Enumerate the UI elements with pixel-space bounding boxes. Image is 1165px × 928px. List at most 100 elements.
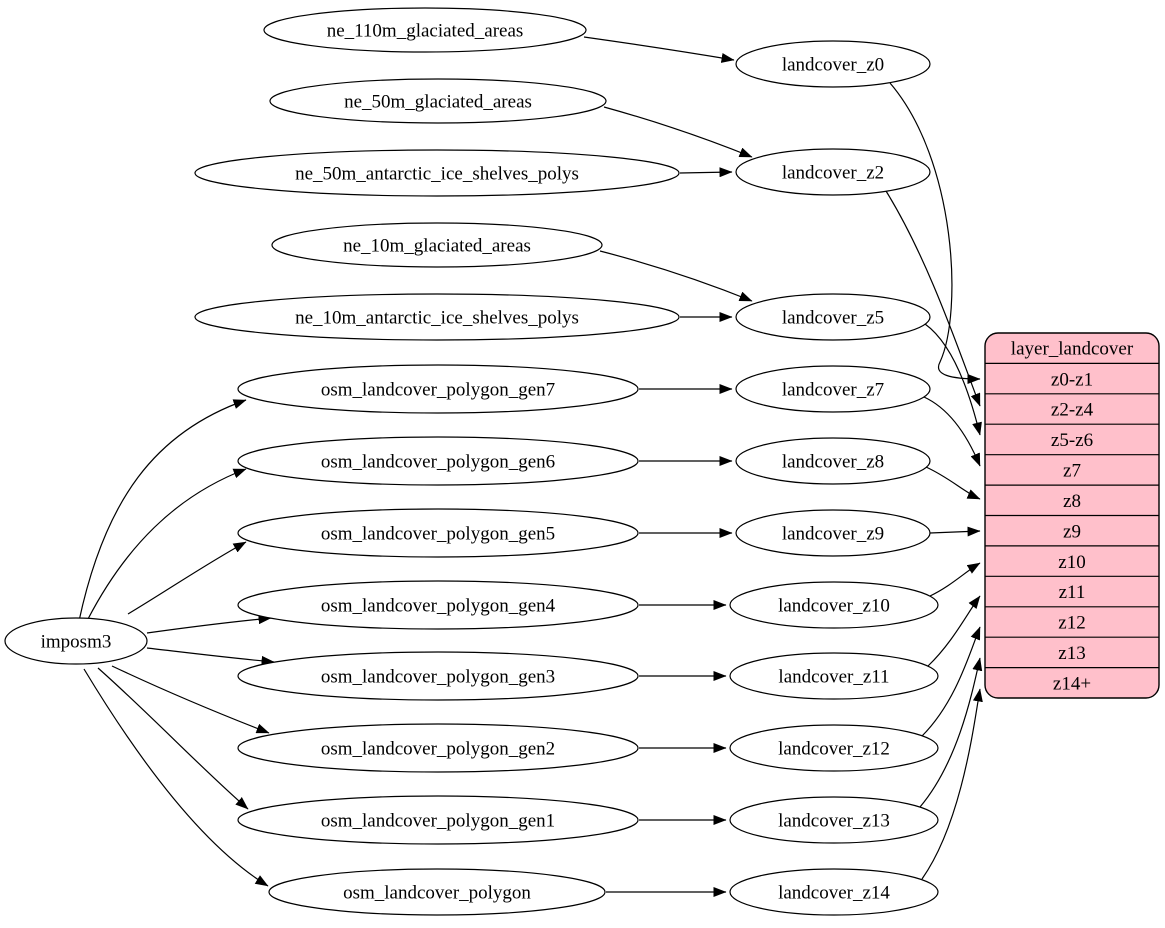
node-label: landcover_z11 [778,667,889,688]
nodes-group: imposm3 ne_110m_glaciated_areas ne_50m_g… [4,7,939,916]
node-ellipse [269,78,607,124]
node-label: osm_landcover_polygon_gen3 [321,667,555,688]
node-label: osm_landcover_polygon_gen7 [321,380,555,401]
node-label: osm_landcover_polygon_gen2 [321,739,555,760]
table-title: layer_landcover [1011,339,1134,360]
edge-imposm3-to-osm-landcover-polygon-gen3 [146,647,275,666]
node-label: landcover_z10 [778,596,890,617]
edge-landcover-z9-to-row-z9 [929,526,981,537]
node-landcover-z7: landcover_z7 [735,365,931,413]
node-osm-landcover-polygon-gen6: osm_landcover_polygon_gen6 [237,436,639,486]
table-row-z2-z4: z2-z4 [1051,400,1094,421]
table-row-z13: z13 [1058,643,1085,664]
node-label: ne_50m_antarctic_ice_shelves_polys [295,164,579,185]
node-landcover-z2: landcover_z2 [735,148,931,196]
node-label: ne_50m_glaciated_areas [344,92,532,113]
edge-imposm3-to-osm-landcover-polygon-gen2 [111,665,270,734]
edge-imposm3-to-osm-landcover-polygon-gen5 [127,541,247,615]
node-osm-landcover-polygon: osm_landcover_polygon [268,868,606,916]
edge-landcover-z14-to-row-z14plus [921,688,983,880]
node-ellipse [237,436,639,486]
node-label: osm_landcover_polygon_gen1 [321,811,555,832]
edge-ne-110m-glaciated-areas-to-landcover-z0 [583,36,735,63]
node-ellipse [194,293,680,341]
node-ne-50m-antarctic-ice-shelves-polys: ne_50m_antarctic_ice_shelves_polys [194,149,680,197]
edge-landcover-z10-to-row-z10 [929,562,981,597]
table-row-z10: z10 [1058,552,1085,573]
node-label: ne_110m_glaciated_areas [327,21,524,42]
node-ellipse [729,868,939,916]
node-ellipse [735,40,931,88]
edge-landcover-z13-to-row-z13 [919,657,983,808]
node-osm-landcover-polygon-gen1: osm_landcover_polygon_gen1 [237,795,639,845]
node-ellipse [237,723,639,773]
table-row-z9: z9 [1063,521,1081,542]
node-ellipse [735,365,931,413]
edge-landcover-z11-to-row-z11 [927,595,981,667]
node-landcover-z11: landcover_z11 [729,652,939,700]
node-osm-landcover-polygon-gen2: osm_landcover_polygon_gen2 [237,723,639,773]
node-ellipse [729,581,939,629]
node-ellipse [237,580,639,630]
node-label: osm_landcover_polygon_gen4 [321,596,556,617]
table-row-z0-z1: z0-z1 [1051,369,1093,390]
edge-imposm3-to-osm-landcover-polygon-gen6 [87,468,247,620]
node-ne-10m-antarctic-ice-shelves-polys: ne_10m_antarctic_ice_shelves_polys [194,293,680,341]
edge-landcover-z2-to-row-z2-z4 [885,190,981,407]
node-ellipse [729,796,939,844]
node-ellipse [735,148,931,196]
node-ellipse [271,222,603,268]
node-imposm3: imposm3 [4,617,148,665]
node-osm-landcover-polygon-gen7: osm_landcover_polygon_gen7 [237,364,639,414]
node-label: ne_10m_antarctic_ice_shelves_polys [295,308,579,329]
edge-imposm3-to-osm-landcover-polygon-gen4 [146,614,272,634]
node-label: landcover_z2 [782,163,884,184]
table-row-z8: z8 [1063,491,1081,512]
node-ellipse [237,508,639,558]
node-label: osm_landcover_polygon_gen6 [321,452,555,473]
node-osm-landcover-polygon-gen3: osm_landcover_polygon_gen3 [237,651,639,701]
node-ellipse [237,364,639,414]
node-label: imposm3 [41,632,112,653]
node-osm-landcover-polygon-gen5: osm_landcover_polygon_gen5 [237,508,639,558]
edge-ne-50m-glaciated-areas-to-landcover-z2 [603,106,753,158]
node-label: landcover_z7 [782,380,884,401]
node-osm-landcover-polygon-gen4: osm_landcover_polygon_gen4 [237,580,639,630]
edge-landcover-z12-to-row-z12 [921,626,981,737]
node-landcover-z0: landcover_z0 [735,40,931,88]
node-ellipse [729,652,939,700]
node-landcover-z13: landcover_z13 [729,796,939,844]
node-landcover-z14: landcover_z14 [729,868,939,916]
node-label: ne_10m_glaciated_areas [343,236,531,257]
edge-landcover-z0-to-row-z0-z1 [889,82,981,384]
table-row-z7: z7 [1063,461,1081,482]
node-ellipse [194,149,680,197]
node-landcover-z9: landcover_z9 [735,509,931,557]
node-label: landcover_z12 [778,739,890,760]
table-row-z12: z12 [1058,613,1085,634]
node-label: osm_landcover_polygon_gen5 [321,524,555,545]
node-ne-110m-glaciated-areas: ne_110m_glaciated_areas [263,7,587,53]
node-landcover-z8: landcover_z8 [735,437,931,485]
node-ellipse [237,795,639,845]
node-landcover-z12: landcover_z12 [729,724,939,772]
edge-ne-10m-glaciated-areas-to-landcover-z5 [599,250,753,302]
edge-imposm3-to-osm-landcover-polygon [83,668,269,887]
node-ellipse [735,437,931,485]
node-label: landcover_z8 [782,452,884,473]
node-ellipse [729,724,939,772]
node-label: landcover_z14 [778,883,890,904]
node-label: landcover_z13 [778,811,890,832]
node-label: landcover_z5 [782,308,884,329]
table-row-z14plus: z14+ [1053,673,1091,694]
table-row-z11: z11 [1059,582,1086,603]
edge-landcover-z5-to-row-z5-z6 [924,323,982,436]
edges-group [78,36,983,897]
edge-landcover-z7-to-row-z7 [923,396,981,467]
node-landcover-z10: landcover_z10 [729,581,939,629]
node-label: landcover_z9 [782,524,884,545]
table-layer-landcover: layer_landcover z0-z1 z2-z4 z5-z6 z7 z8 … [984,332,1160,699]
node-label: landcover_z0 [782,55,884,76]
edge-landcover-z8-to-row-z8 [925,466,981,500]
